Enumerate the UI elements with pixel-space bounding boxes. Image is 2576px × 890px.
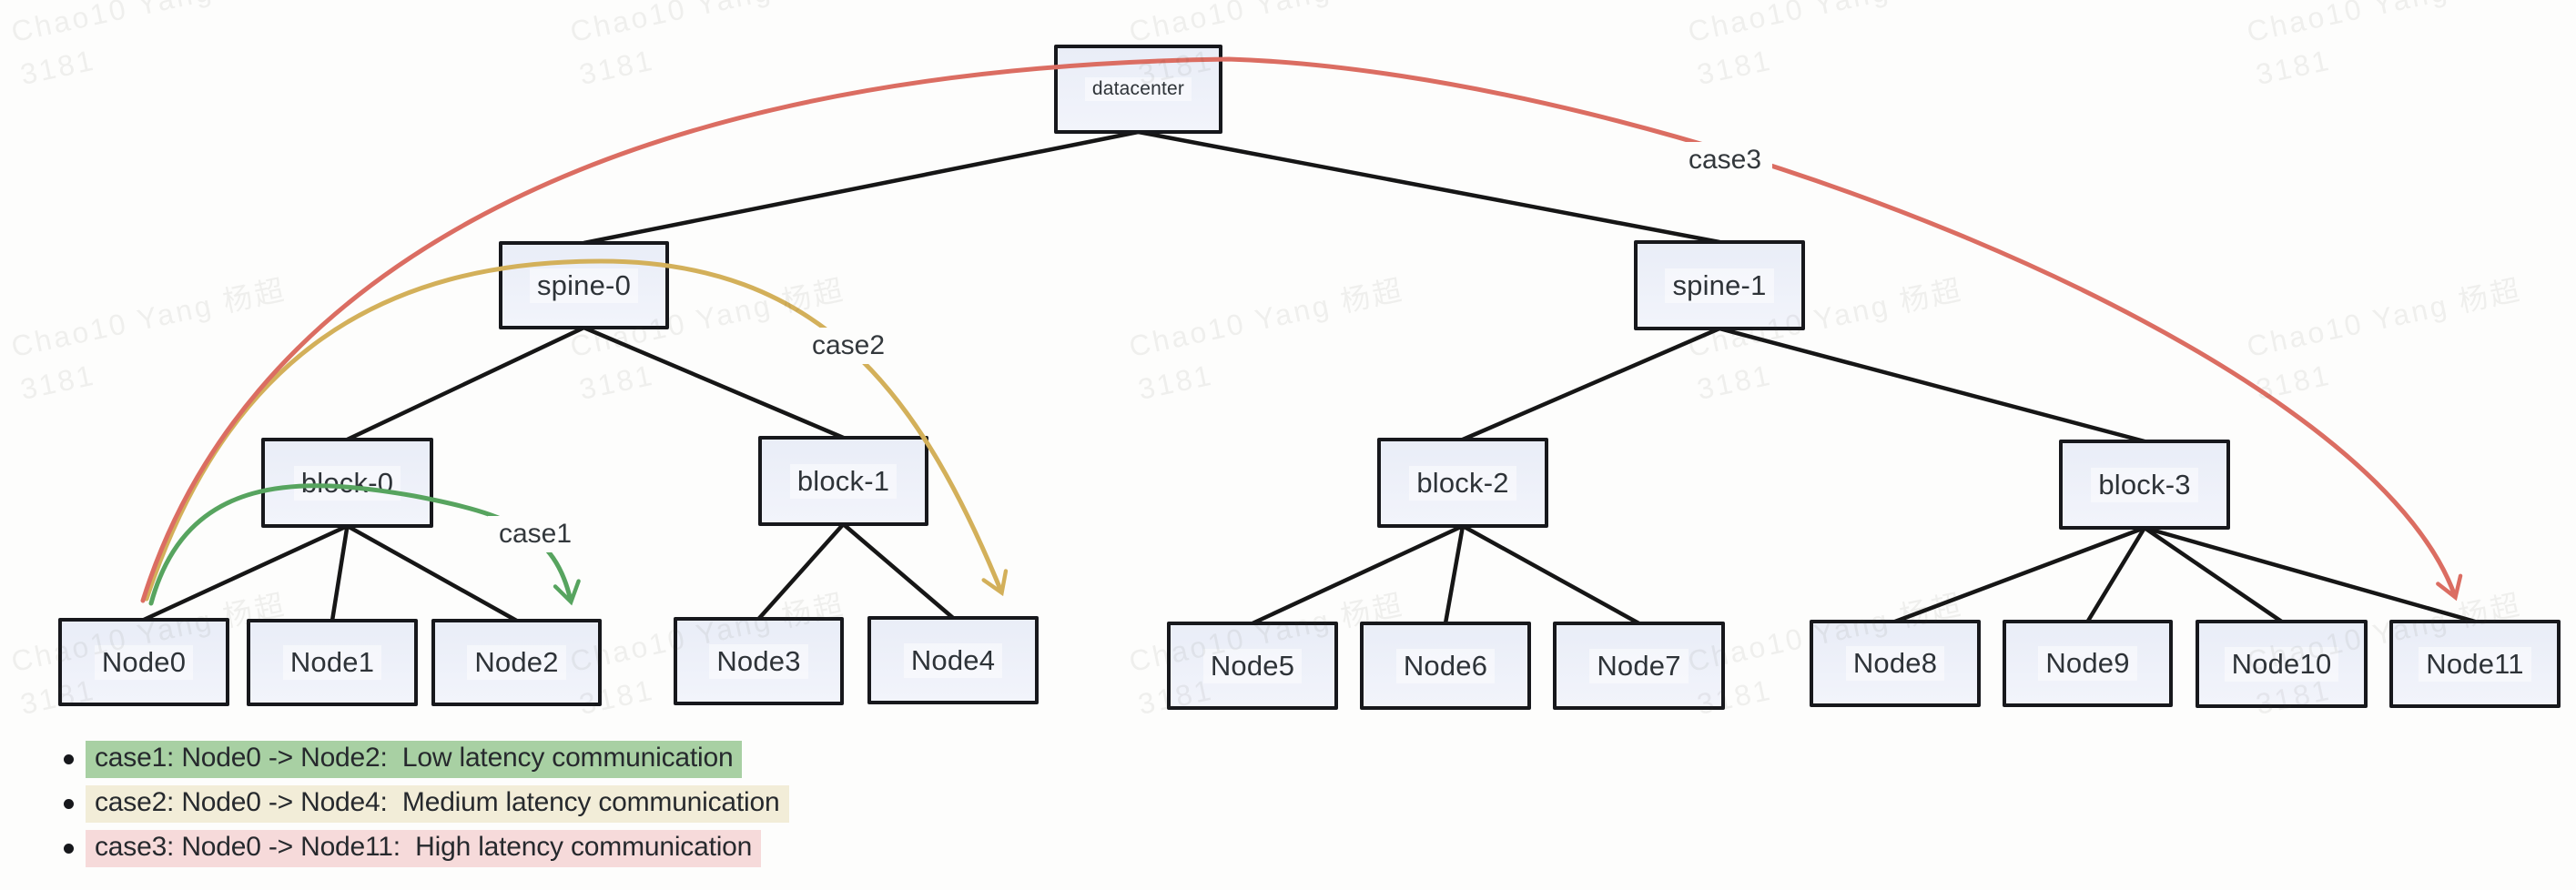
node-Node10: Node10 xyxy=(2196,620,2368,708)
case2-arrow-label: case2 xyxy=(801,328,897,364)
node-Node2: Node2 xyxy=(431,619,602,706)
node-Node11: Node11 xyxy=(2389,620,2561,708)
node-label: Node2 xyxy=(467,645,566,680)
node-label: Node4 xyxy=(903,642,1003,678)
node-label: Node5 xyxy=(1202,648,1303,683)
node-Node5: Node5 xyxy=(1167,622,1338,710)
legend-case3-text: case3: Node0 -> Node11: High latency com… xyxy=(86,830,762,867)
node-Node8: Node8 xyxy=(1810,620,1981,707)
node-label: Node10 xyxy=(2224,646,2339,682)
legend-item-case2: case2: Node0 -> Node4: Medium latency co… xyxy=(64,785,789,823)
node-label: Node6 xyxy=(1395,648,1496,683)
node-label: Node0 xyxy=(94,644,194,680)
node-label: Node11 xyxy=(2419,646,2531,682)
node-Node0: Node0 xyxy=(58,618,229,706)
node-label: Node1 xyxy=(282,645,382,680)
case1-arrow-label: case1 xyxy=(488,516,583,552)
node-Node9: Node9 xyxy=(2003,620,2173,707)
node-label: Node7 xyxy=(1589,648,1689,683)
node-label: Node3 xyxy=(709,643,808,679)
node-Node7: Node7 xyxy=(1553,622,1725,710)
legend-case2-text: case2: Node0 -> Node4: Medium latency co… xyxy=(86,785,789,823)
legend-case1-text: case1: Node0 -> Node2: Low latency commu… xyxy=(86,741,743,778)
bullet-icon xyxy=(64,754,74,764)
legend-item-case3: case3: Node0 -> Node11: High latency com… xyxy=(64,830,789,867)
node-Node6: Node6 xyxy=(1360,622,1531,710)
bullet-icon xyxy=(64,844,74,854)
node-label: Node8 xyxy=(1845,646,1945,681)
legend: case1: Node0 -> Node2: Low latency commu… xyxy=(64,741,789,875)
node-Node4: Node4 xyxy=(867,616,1039,704)
bullet-icon xyxy=(64,799,74,809)
case3-arrow-label: case3 xyxy=(1678,142,1773,178)
node-Node3: Node3 xyxy=(674,617,844,705)
legend-item-case1: case1: Node0 -> Node2: Low latency commu… xyxy=(64,741,789,778)
node-Node1: Node1 xyxy=(247,619,418,706)
node-label: Node9 xyxy=(2038,646,2137,681)
